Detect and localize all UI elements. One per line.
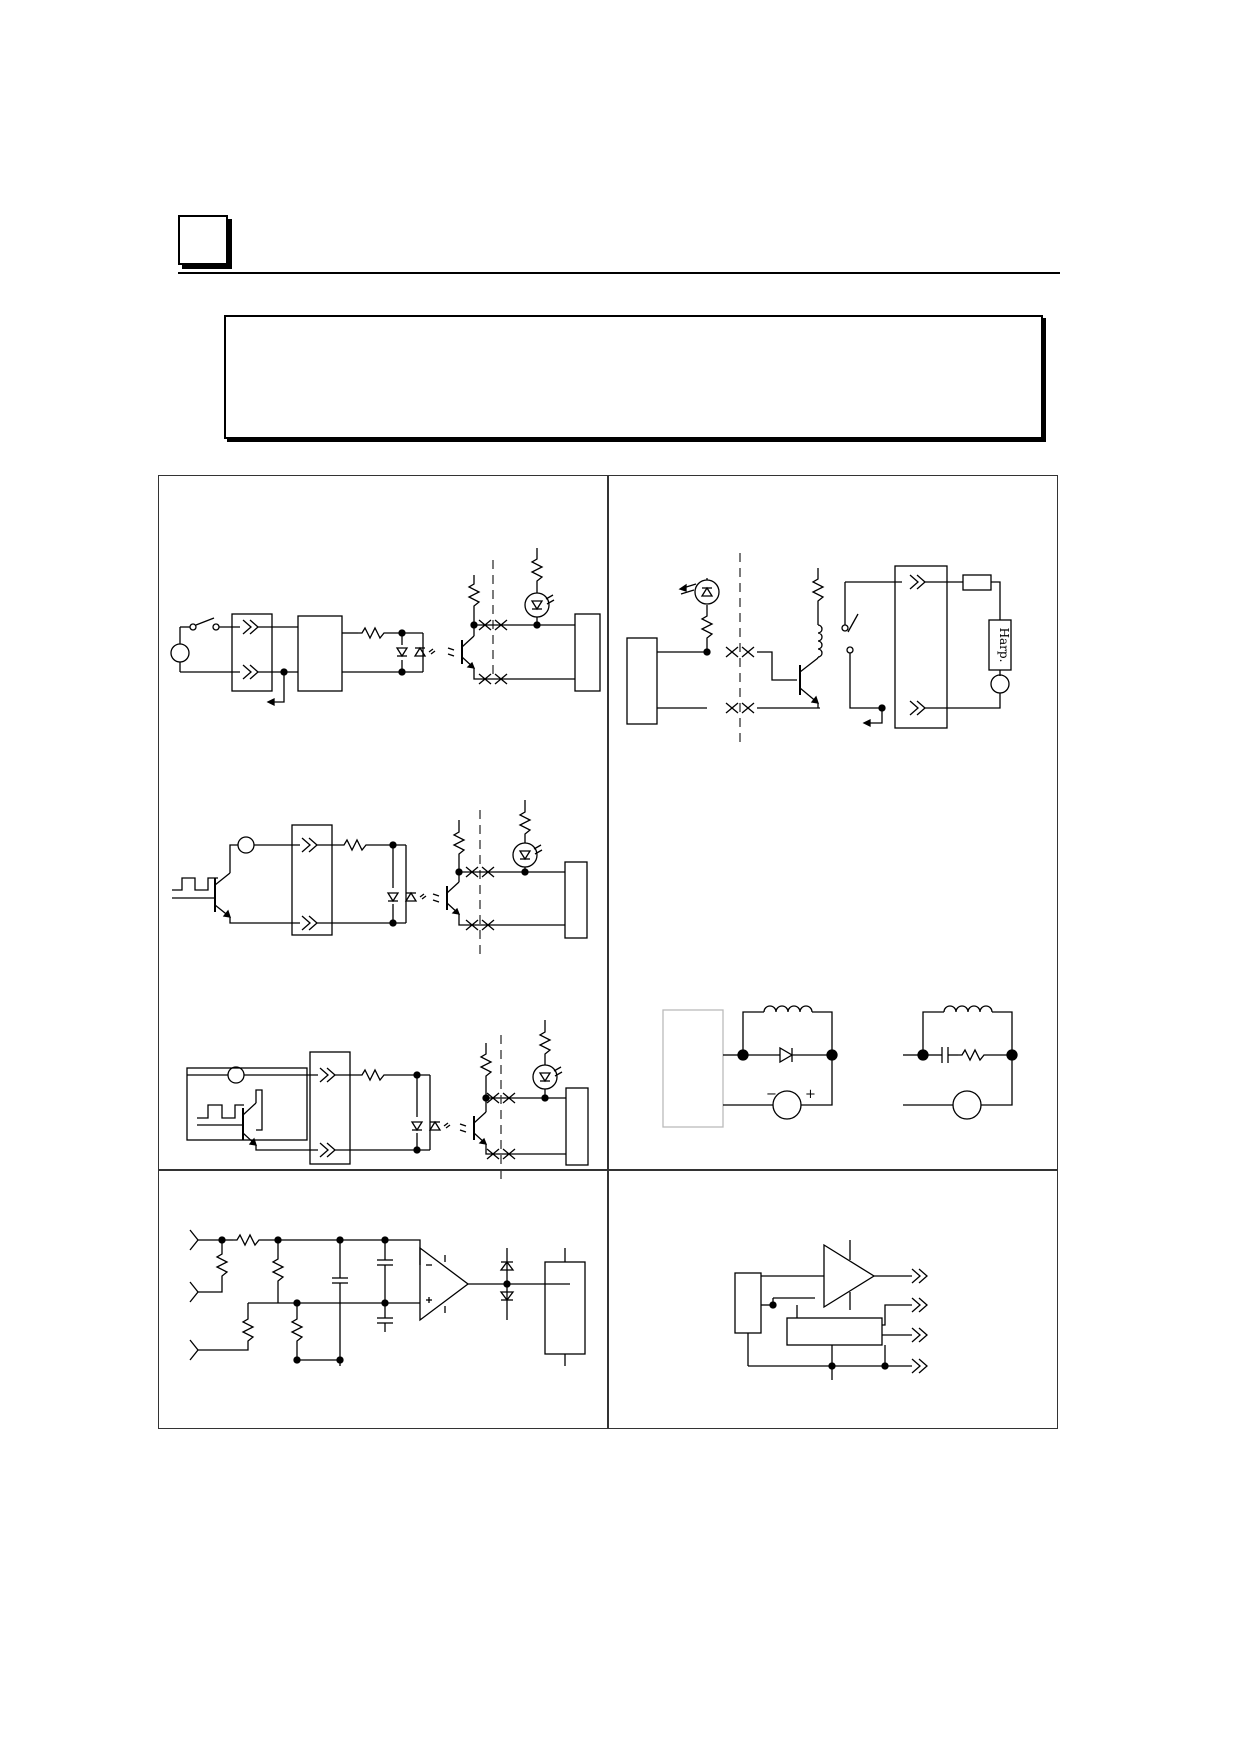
filter-block-1	[297, 615, 343, 692]
clamp-diode-top	[499, 1260, 515, 1271]
switch-contact	[195, 617, 215, 626]
pulse-waveform-1	[172, 877, 218, 891]
pulse-waveform-2	[197, 1104, 244, 1119]
grid-horizontal-divider	[158, 1169, 1058, 1171]
regulator-block	[786, 1317, 883, 1346]
load-coil-label: Harp.	[997, 628, 1011, 663]
schematic-relay-output: Harp.	[626, 553, 1012, 745]
schematic-amplifier-output	[734, 1240, 928, 1380]
connector-block-3	[309, 1051, 351, 1165]
minus-sign: −	[766, 1087, 777, 1102]
output-block-2	[564, 861, 588, 939]
clamp-diode-bottom	[499, 1291, 515, 1302]
adc-block	[544, 1261, 586, 1355]
relay-contact	[847, 613, 859, 633]
section-marker-box	[178, 215, 228, 265]
connector-block-1	[231, 613, 273, 692]
coil-a	[763, 1005, 813, 1013]
controller-block	[626, 637, 658, 725]
driver-block	[662, 1009, 724, 1128]
load-source-circle	[990, 674, 1010, 694]
external-module-box	[186, 1067, 308, 1141]
schematic-analog-input	[189, 1229, 586, 1366]
schematic-switch-input	[170, 548, 601, 707]
op-amp	[419, 1246, 470, 1322]
fuse-element	[962, 574, 992, 591]
plus-sign: +	[805, 1087, 816, 1102]
dc-source	[772, 1090, 802, 1120]
output-block-1	[574, 613, 601, 692]
grid-vertical-divider	[607, 475, 609, 1429]
ac-source	[952, 1090, 982, 1120]
connector-block-2	[291, 824, 333, 936]
header-rule	[178, 272, 1060, 274]
output-amplifier	[823, 1243, 876, 1309]
relay-coil	[817, 624, 823, 658]
schematic-module-input	[186, 1020, 589, 1185]
source-circle-1	[170, 643, 190, 663]
note-box	[224, 315, 1043, 439]
suppression-diode	[779, 1046, 794, 1064]
schematic-pulse-input	[172, 800, 588, 955]
coil-b	[943, 1005, 993, 1013]
terminal-block	[894, 565, 948, 729]
output-block-3	[565, 1087, 589, 1166]
input-block	[734, 1272, 762, 1334]
schematic-coil-suppression: − +	[662, 1005, 1018, 1128]
